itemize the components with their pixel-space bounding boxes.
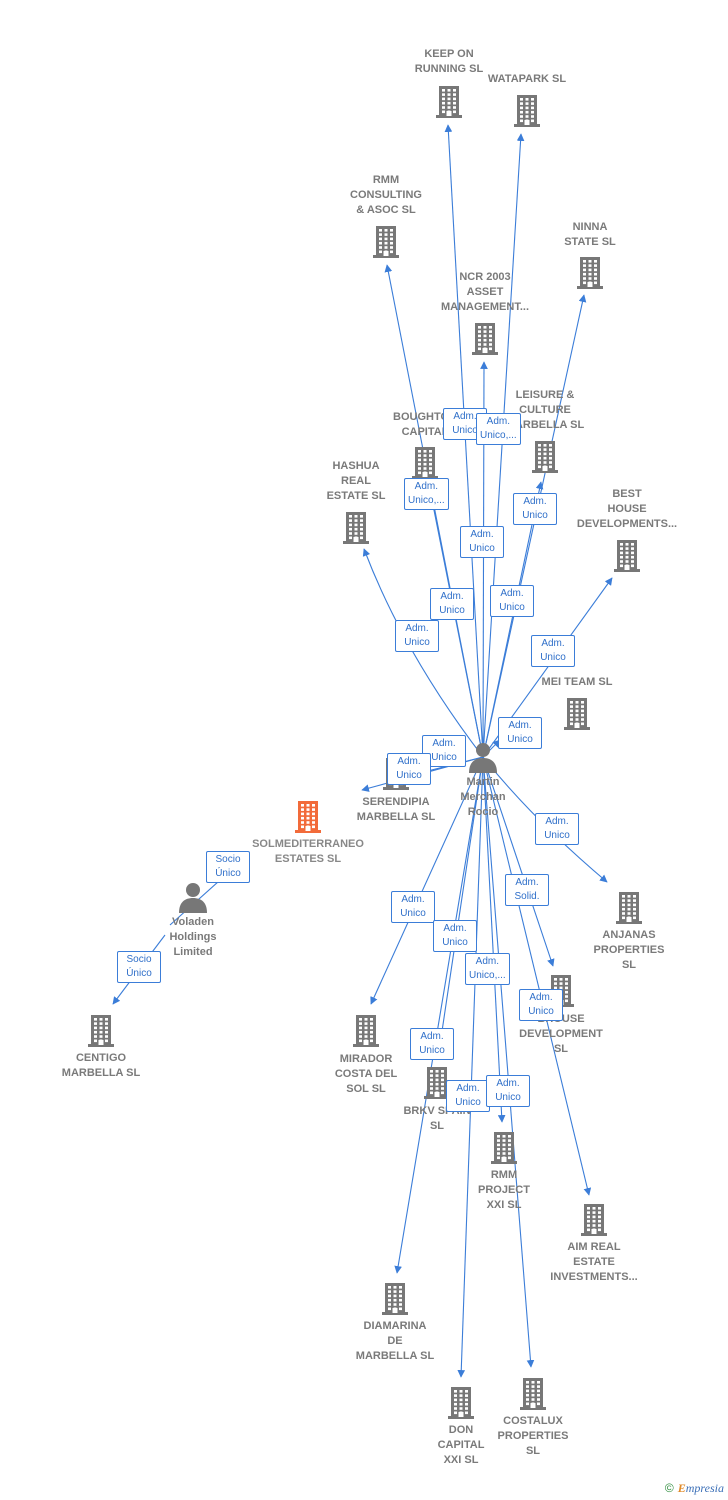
node-label: NCR 2003 ASSET MANAGEMENT... [441, 271, 529, 313]
node-label: MIRADOR COSTA DEL SOL SL [334, 1053, 398, 1095]
edge-label[interactable]: Adm. Unico [490, 585, 534, 617]
edge-martin-costalux [482, 756, 535, 1368]
edge-label[interactable]: Adm. Unico [395, 620, 439, 652]
edge-martin-mirador [370, 756, 484, 1005]
node-label: ANJANAS PROPERTIES SL [593, 929, 665, 971]
edge-label[interactable]: Adm. Unico [498, 717, 542, 749]
building-icon [424, 1067, 450, 1099]
edge-label[interactable]: Adm. Unico [387, 753, 431, 785]
edge-label[interactable]: Adm. Unico,... [476, 413, 521, 445]
building-icon [343, 512, 369, 544]
building-icon [581, 1204, 607, 1236]
edge-label[interactable]: Adm. Unico [531, 635, 575, 667]
node-label: COSTALUX PROPERTIES SL [497, 1415, 569, 1457]
building-icon [614, 540, 640, 572]
building-icon [412, 447, 438, 479]
edge-label[interactable]: Adm. Unico [513, 493, 557, 525]
edge-martin-brkv [435, 756, 484, 1059]
brand-initial: E [677, 1481, 686, 1495]
node-label: SERENDIPIA MARBELLA SL [356, 796, 436, 823]
person-icon [179, 883, 207, 913]
building-icon [373, 226, 399, 258]
node-label: HASHUA REAL ESTATE SL [326, 460, 386, 502]
edge-label[interactable]: Adm. Unico [446, 1080, 490, 1112]
node-label: CENTIGO MARBELLA SL [61, 1052, 141, 1079]
building-icon [491, 1132, 517, 1164]
building-icon [616, 892, 642, 924]
building-icon [88, 1015, 114, 1047]
edge-martin-diamarina [394, 756, 484, 1274]
node-label: MEI TEAM SL [541, 676, 613, 688]
edge-label[interactable]: Socio Único [206, 851, 250, 883]
building-icon [382, 1283, 408, 1315]
copyright-symbol: © [664, 1481, 674, 1495]
edge-label[interactable]: Adm. Unico [519, 989, 563, 1021]
edge-martin-boughton [427, 489, 484, 758]
node-label: RMM CONSULTING & ASOC SL [350, 174, 422, 216]
edge-label[interactable]: Adm. Unico,... [404, 478, 449, 510]
building-icon [564, 698, 590, 730]
building-icon [532, 441, 558, 473]
building-icon [353, 1015, 379, 1047]
edge-martin-bhousedev [482, 756, 555, 967]
building-icon [295, 801, 321, 833]
node-label: NINNA STATE SL [564, 221, 616, 248]
building-icon [514, 95, 540, 127]
node-label: Voladen Holdings Limited [169, 916, 217, 958]
node-label: KEEP ON RUNNING SL [414, 48, 484, 75]
brand-name: mpresia [685, 1481, 724, 1495]
edge-martin-hashua [362, 548, 484, 758]
edge-martin-rmmproj [482, 756, 506, 1123]
node-label: RMM PROJECT XXI SL [478, 1169, 530, 1211]
node-label: SOLMEDITERRANEO ESTATES SL [252, 838, 364, 865]
building-icon [436, 86, 462, 118]
edge-label[interactable]: Adm. Unico [486, 1075, 530, 1107]
edge-label[interactable]: Adm. Unico,... [465, 953, 510, 985]
edge-label[interactable]: Adm. Unico [535, 813, 579, 845]
person-icon [469, 743, 497, 773]
building-icon [520, 1378, 546, 1410]
node-label: Martin Merchan Rocio [460, 776, 506, 818]
node-label: LEISURE & CULTURE MARBELLA SL [505, 389, 585, 431]
edge-martin-aim [482, 756, 592, 1196]
building-icon [472, 323, 498, 355]
node-label: WATAPARK SL [487, 73, 567, 85]
node-label: BOUGHTON CAPITAL [393, 411, 457, 438]
node-label: DON CAPITAL XXI SL [437, 1424, 485, 1466]
brand-watermark: ©Empresia [665, 1481, 724, 1496]
node-label: DIAMARINA DE MARBELLA SL [355, 1320, 435, 1362]
node-label: AIM REAL ESTATE INVESTMENTS... [550, 1241, 638, 1283]
edge-label[interactable]: Adm. Unico [430, 588, 474, 620]
node-label: BEST HOUSE DEVELOPMENTS... [576, 488, 678, 530]
edge-martin-doncap [457, 756, 484, 1378]
edge-martin-keep [444, 124, 484, 758]
building-icon [448, 1387, 474, 1419]
edge-label[interactable]: Socio Único [117, 951, 161, 983]
edge-martin-watapark [482, 133, 525, 758]
edge-label[interactable]: Adm. Unico [460, 526, 504, 558]
edge-label[interactable]: Adm. Unico [410, 1028, 454, 1060]
edge-label[interactable]: Adm. Unico [433, 920, 477, 952]
edge-label[interactable]: Adm. Solid. [505, 874, 549, 906]
building-icon [577, 257, 603, 289]
edge-label[interactable]: Adm. Unico [391, 891, 435, 923]
